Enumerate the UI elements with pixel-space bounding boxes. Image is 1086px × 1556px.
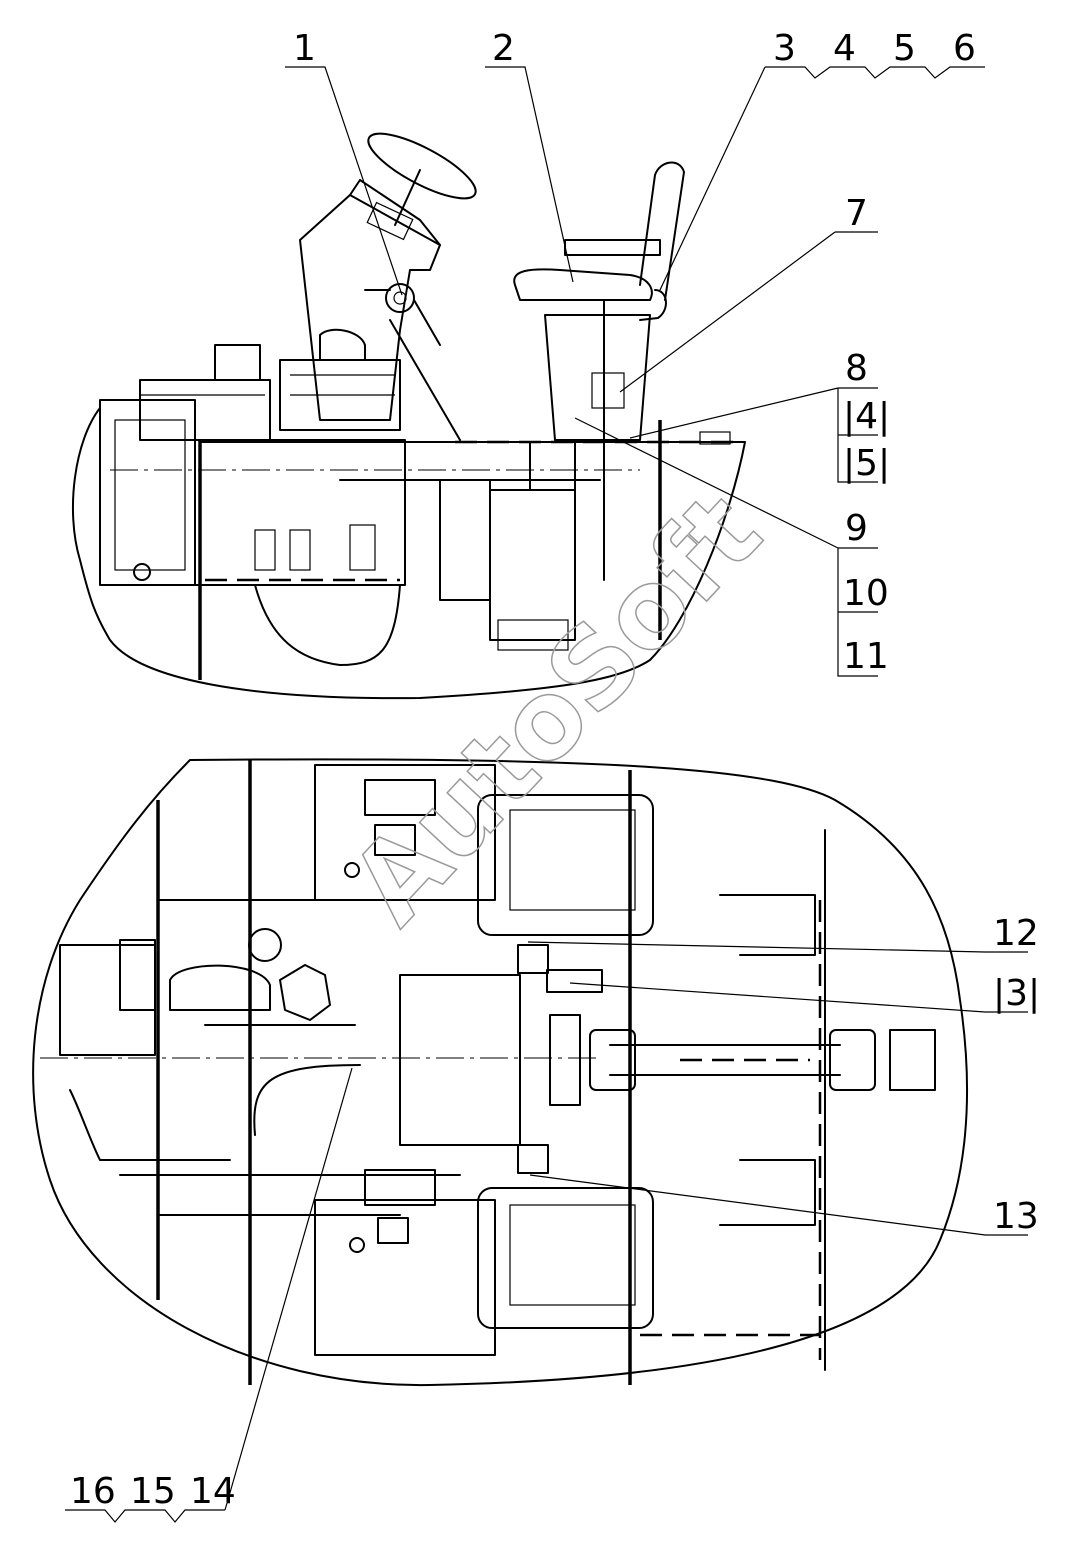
seat-plan-upper: [477, 794, 654, 936]
floor-panel-bottom: [314, 1199, 496, 1356]
callout-13-boxed: |3|: [993, 973, 1040, 1014]
callout-leaders: [65, 66, 1028, 1523]
callout-4: 4: [833, 28, 856, 69]
callout-3: 3: [773, 28, 796, 69]
pedal-pivot: [385, 283, 415, 313]
hydraulic-reservoir: [279, 964, 331, 1021]
plan-view: [32, 758, 969, 1387]
engine-front: [99, 399, 196, 586]
callout-numbers: 1 2 3 4 5 6 7 8 |4| |5| 9 10 11 12 |3| 1…: [70, 28, 1040, 1512]
callout-14: 14: [190, 1471, 236, 1512]
callout-6: 6: [953, 28, 976, 69]
engine-block: [194, 439, 406, 586]
floor-panel-top: [314, 764, 496, 901]
callout-9: 9: [845, 508, 868, 549]
callout-1: 1: [293, 28, 316, 69]
steering-column: [394, 169, 421, 226]
seat-base: [544, 314, 651, 441]
callout-15-boxed: |5|: [843, 443, 890, 484]
plan-view-outline: [32, 758, 969, 1387]
watermark: AutoSoft: [328, 470, 786, 948]
callout-10: 10: [843, 573, 889, 614]
callout-5: 5: [893, 28, 916, 69]
callout-8: 8: [845, 348, 868, 389]
callout-14-boxed: |4|: [843, 396, 890, 437]
callout-16: 16: [70, 1471, 116, 1512]
callout-12: 12: [993, 913, 1039, 954]
callout-15: 15: [130, 1471, 176, 1512]
callout-11: 11: [843, 636, 889, 677]
seat-plan-lower: [477, 1187, 654, 1329]
side-view-outline: [71, 407, 746, 700]
steering-wheel: [367, 132, 477, 200]
cab-center-plate: [399, 974, 521, 1146]
operator-seat: [513, 268, 653, 301]
callout-7: 7: [845, 193, 868, 234]
side-view: [71, 132, 746, 700]
drive-shaft: [609, 1044, 841, 1076]
callout-13: 13: [993, 1196, 1039, 1237]
callout-2: 2: [492, 28, 515, 69]
dashboard: [299, 194, 441, 421]
